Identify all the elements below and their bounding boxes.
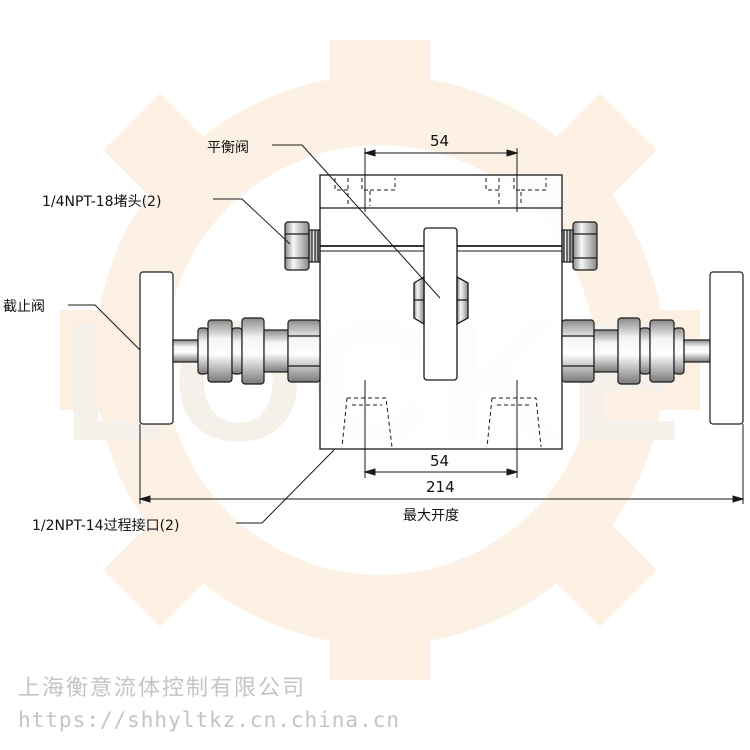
dim-top-value: 54 — [430, 132, 450, 150]
leader-lines — [68, 144, 441, 524]
right-stop-valve — [561, 271, 744, 425]
right-plug-fitting — [561, 221, 598, 271]
label-process-port: 1/2NPT-14过程接口(2) — [32, 518, 180, 534]
label-max-opening: 最大开度 — [403, 508, 459, 524]
dim-bottom-value: 54 — [430, 452, 450, 470]
dim-bottom-54 — [363, 380, 519, 478]
dim-overall-value: 214 — [426, 478, 455, 496]
left-plug-fitting — [284, 221, 321, 271]
dim-top-54 — [363, 148, 519, 212]
balance-valve-block — [413, 227, 469, 381]
left-stop-valve — [139, 271, 321, 425]
dim-overall-214 — [138, 424, 745, 504]
label-stop-valve: 截止阀 — [3, 299, 45, 315]
label-plug: 1/4NPT-18堵头(2) — [42, 194, 162, 210]
bottom-hidden-ports — [341, 397, 542, 448]
watermark-url: https://shhyltkz.cn.china.cn — [18, 708, 401, 732]
watermark-company: 上海衡意流体控制有限公司 — [18, 676, 307, 701]
label-balance-valve: 平衡阀 — [207, 140, 249, 156]
